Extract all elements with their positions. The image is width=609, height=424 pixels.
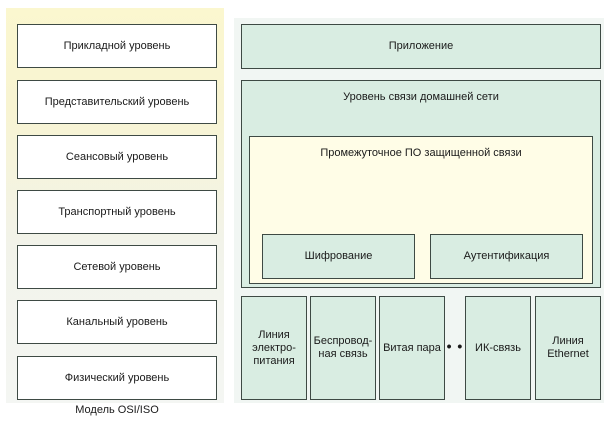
osi-layer-session: Сеансовый уровень xyxy=(17,135,217,179)
medium-twisted-pair: Витая пара xyxy=(379,296,445,400)
osi-layer-physical: Физический уровень xyxy=(17,356,217,400)
osi-layer-application: Прикладной уровень xyxy=(17,24,217,68)
secure-middleware-label: Промежуточное ПО защищенной связи xyxy=(320,147,522,159)
osi-layer-transport: Транспортный уровень xyxy=(17,190,217,234)
medium-infrared: ИК-связь xyxy=(465,296,531,400)
home-network-link-layer-label: Уровень связи домашней сети xyxy=(343,91,499,103)
osi-model-caption: Модель OSI/ISO xyxy=(75,404,159,416)
application-layer: Приложение xyxy=(241,24,601,69)
medium-wireless: Беспровод-ная связь xyxy=(310,296,376,400)
osi-layer-presentation: Представительский уровень xyxy=(17,80,217,124)
encryption-block: Шифрование xyxy=(262,234,415,279)
osi-layer-datalink: Канальный уровень xyxy=(17,300,217,344)
more-media-ellipsis: • • xyxy=(446,338,464,354)
authentication-block: Аутентификация xyxy=(430,234,583,279)
medium-ethernet: Линия Ethernet xyxy=(535,296,601,400)
osi-layer-network: Сетевой уровень xyxy=(17,245,217,289)
medium-power-line: Линия электро-питания xyxy=(241,296,307,400)
